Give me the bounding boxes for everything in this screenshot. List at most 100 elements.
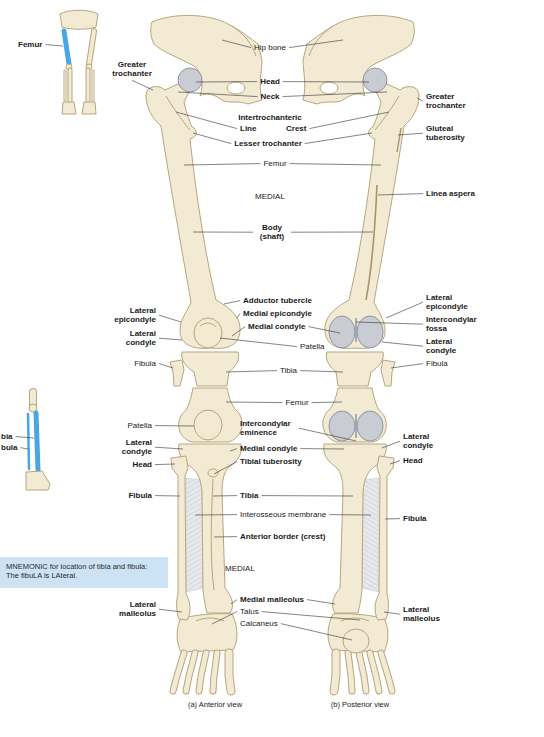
leader-line (178, 92, 257, 97)
part-label: Intertrochanteric (238, 113, 302, 122)
leg-anterior (196, 618, 224, 621)
leg-anterior (186, 653, 195, 691)
leader-line (159, 609, 182, 612)
leg-inset (28, 414, 29, 469)
leg-anterior (213, 653, 217, 691)
part-label: Fibula (426, 359, 448, 368)
part-label: Greater trochanter (108, 60, 156, 78)
leader-line (417, 98, 423, 101)
leader-line (312, 402, 342, 404)
leader-line (398, 133, 423, 135)
part-label: Head (260, 77, 280, 86)
part-label: Patella (128, 421, 152, 430)
leader-line (45, 45, 63, 46)
part-label: Lateral condyle (116, 329, 156, 347)
leg-anterior (179, 388, 242, 442)
part-label: Tibia (280, 366, 297, 375)
leg-anterior (199, 653, 206, 691)
part-label: Head (403, 456, 423, 465)
part-label: Linea aspera (426, 189, 475, 198)
view-caption: (b) Posterior view (331, 701, 389, 710)
part-label: Interosseous membrane (240, 510, 326, 519)
femur-anterior (146, 15, 262, 386)
leg-anterior (173, 653, 184, 691)
femur-inset (60, 10, 98, 114)
leader-line (300, 448, 344, 449)
femur-inset (87, 70, 90, 101)
part-label: Lateral condyle (112, 438, 152, 456)
part-label: Femur (18, 40, 42, 49)
femur-inset (82, 102, 96, 114)
tibial-tuberosity (208, 469, 218, 477)
leader-line (356, 322, 423, 324)
leader-line (155, 425, 194, 426)
leader-line (391, 364, 423, 368)
part-label: Femur (263, 159, 286, 168)
leader-line (309, 112, 389, 129)
leader-line (291, 232, 373, 233)
femur-posterior (303, 15, 419, 386)
femur-posterior (329, 316, 355, 348)
leg-posterior (343, 629, 369, 653)
leg-inset (26, 392, 50, 490)
leader-line (16, 437, 34, 438)
femur-posterior (357, 316, 383, 348)
mnemonic-text: MNEMONIC for location of tibia and fibul… (6, 562, 162, 581)
part-label: Tibia (240, 491, 259, 500)
femur-anterior (227, 82, 245, 94)
femur-posterior (366, 185, 377, 300)
femur-posterior (355, 318, 357, 342)
part-label: Femur (285, 398, 308, 407)
leader-line (212, 612, 237, 624)
leader-line (155, 447, 183, 449)
leader-line (299, 428, 356, 441)
femur-inset (64, 31, 69, 64)
leader-line (155, 495, 180, 496)
part-label: Fibula (134, 359, 156, 368)
femur-inset (60, 10, 98, 29)
part-label: MEDIAL (225, 564, 255, 573)
leader-line (305, 133, 372, 144)
part-label: Lateral malleolus (403, 605, 448, 623)
part-label: Fibula (128, 491, 152, 500)
leader-line (155, 464, 175, 466)
leader-line (290, 164, 381, 165)
mnemonic-box: MNEMONIC for location of tibia and fibul… (0, 557, 168, 588)
leg-posterior (355, 414, 357, 438)
leader-line (132, 80, 153, 90)
leader-line (308, 327, 340, 333)
femur-anterior (178, 68, 202, 92)
part-label: Adductor tubercle (243, 296, 312, 305)
leg-inset (26, 471, 50, 490)
leader-line (231, 600, 237, 604)
leader-line (382, 342, 423, 346)
part-label: Talus (240, 607, 259, 616)
part-label: Fibula (403, 514, 427, 523)
femur-inset (89, 31, 94, 64)
leader-line (224, 301, 240, 304)
leg-posterior (323, 388, 394, 691)
leader-line (176, 112, 237, 129)
leader-line (214, 536, 237, 537)
leader-line (329, 514, 371, 515)
leader-line (386, 302, 423, 318)
part-label: Lateral epicondyle (426, 293, 474, 311)
leg-posterior (329, 411, 355, 441)
femur-anterior (232, 26, 256, 56)
patella (194, 410, 222, 440)
part-label: Calcaneus (240, 619, 278, 628)
femur-inset (62, 102, 76, 114)
femur-anterior (182, 352, 239, 386)
leader-line (300, 371, 343, 372)
femur-anterior (170, 360, 184, 386)
leader-line (232, 327, 245, 336)
femur-inset (64, 71, 65, 100)
femur-posterior (303, 15, 419, 386)
part-label: Tibial tuberosity (240, 457, 302, 466)
part-label: Medial condyle (240, 444, 297, 453)
part-label: Greater trochanter (426, 92, 474, 110)
leg-inset (36, 413, 38, 470)
leader-line (289, 40, 343, 48)
leader-line (196, 81, 257, 82)
